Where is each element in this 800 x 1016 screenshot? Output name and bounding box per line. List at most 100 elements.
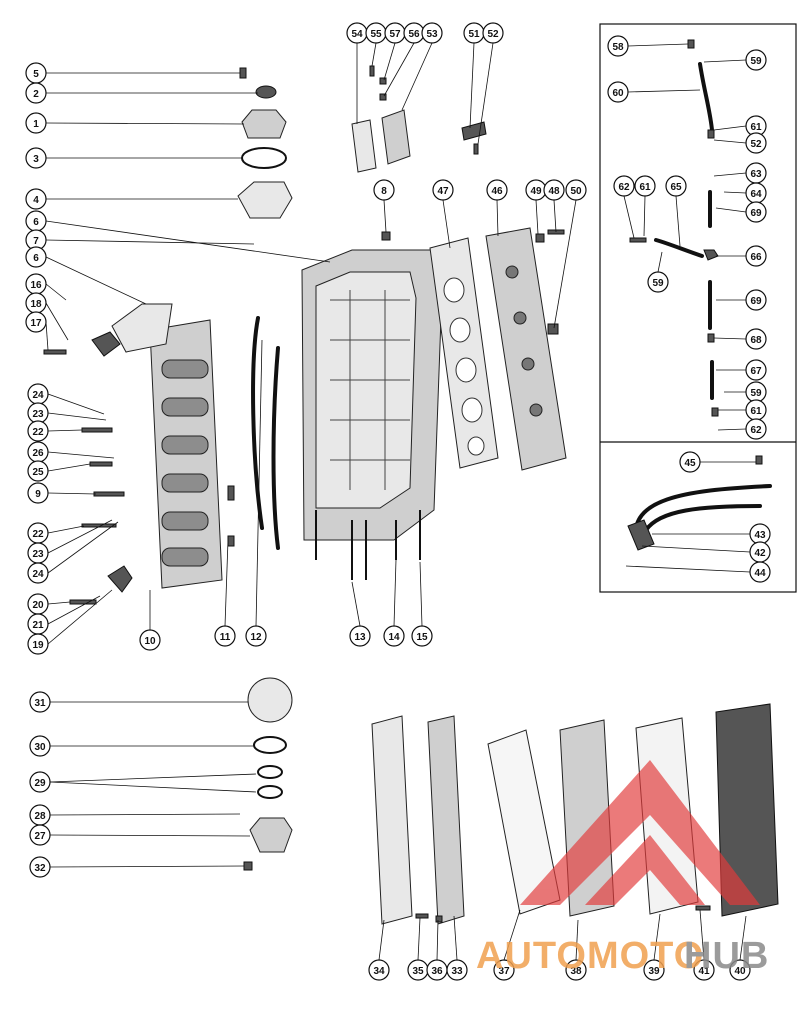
leader-line xyxy=(453,915,458,961)
svg-text:53: 53 xyxy=(426,29,438,40)
leader-line xyxy=(713,337,747,340)
leader-line xyxy=(49,781,257,793)
svg-text:21: 21 xyxy=(32,620,44,631)
svg-text:54: 54 xyxy=(351,29,363,40)
svg-text:63: 63 xyxy=(750,169,762,180)
callout-55: 55 xyxy=(365,22,387,44)
svg-text:59: 59 xyxy=(750,388,762,399)
callout-46: 46 xyxy=(486,179,508,201)
svg-text:69: 69 xyxy=(750,208,762,219)
svg-text:18: 18 xyxy=(30,299,42,310)
leader-line xyxy=(47,492,97,495)
leader-line xyxy=(49,834,251,837)
callout-51: 51 xyxy=(463,22,485,44)
leader-line xyxy=(45,283,67,301)
leader-line xyxy=(641,545,751,553)
svg-text:59: 59 xyxy=(652,278,664,289)
svg-text:67: 67 xyxy=(750,366,762,377)
svg-text:49: 49 xyxy=(530,186,542,197)
callout-3: 3 xyxy=(25,147,47,169)
leader-line xyxy=(401,42,433,111)
svg-text:11: 11 xyxy=(220,632,231,643)
callout-69a: 69 xyxy=(745,201,767,223)
leader-line xyxy=(469,42,475,129)
leader-line xyxy=(45,256,147,305)
svg-text:24: 24 xyxy=(32,569,44,580)
svg-text:40: 40 xyxy=(734,966,746,977)
leader-line xyxy=(575,919,579,961)
svg-text:57: 57 xyxy=(389,29,401,40)
svg-text:10: 10 xyxy=(144,636,156,647)
callout-62b: 62 xyxy=(745,418,767,440)
callout-15: 15 xyxy=(411,625,433,647)
callout-26: 26 xyxy=(27,441,49,463)
callout-67: 67 xyxy=(745,359,767,381)
callout-35: 35 xyxy=(407,959,429,981)
callout-32: 32 xyxy=(29,856,51,878)
callout-39: 39 xyxy=(643,959,665,981)
callout-61b: 61 xyxy=(634,175,656,197)
leader-line xyxy=(535,199,539,235)
leader-line xyxy=(477,42,494,145)
callouts: 5 2 1 3 4 6 7 6 16 18 17 24 23 22 26 25 … xyxy=(25,22,771,981)
callout-20: 20 xyxy=(27,593,49,615)
callout-50: 50 xyxy=(565,179,587,201)
svg-text:23: 23 xyxy=(32,409,44,420)
svg-text:34: 34 xyxy=(373,966,385,977)
leader-line xyxy=(45,122,245,125)
leader-line xyxy=(45,302,69,341)
svg-text:23: 23 xyxy=(32,549,44,560)
svg-text:58: 58 xyxy=(612,42,624,53)
callout-38: 38 xyxy=(565,959,587,981)
callout-68: 68 xyxy=(745,328,767,350)
svg-text:6: 6 xyxy=(33,253,39,264)
svg-text:19: 19 xyxy=(32,640,44,651)
svg-text:7: 7 xyxy=(33,236,39,247)
leader-line xyxy=(45,239,255,245)
callout-59c: 59 xyxy=(745,381,767,403)
callout-69b: 69 xyxy=(745,289,767,311)
leader-line xyxy=(47,521,119,574)
leader-line xyxy=(383,42,396,81)
leader-lines xyxy=(45,42,756,961)
leader-line xyxy=(47,519,113,554)
callout-59b: 59 xyxy=(647,271,669,293)
callout-24a: 24 xyxy=(27,383,49,405)
svg-text:28: 28 xyxy=(34,811,46,822)
callout-54: 54 xyxy=(346,22,368,44)
svg-text:30: 30 xyxy=(34,742,46,753)
callout-52b: 52 xyxy=(745,132,767,154)
callout-18: 18 xyxy=(25,292,47,314)
callout-21: 21 xyxy=(27,613,49,635)
callout-27: 27 xyxy=(29,824,51,846)
svg-text:46: 46 xyxy=(491,186,503,197)
svg-text:37: 37 xyxy=(498,966,510,977)
callout-13: 13 xyxy=(349,625,371,647)
callout-42: 42 xyxy=(749,541,771,563)
svg-text:22: 22 xyxy=(32,427,44,438)
callout-60: 60 xyxy=(607,81,629,103)
callout-25: 25 xyxy=(27,460,49,482)
parts xyxy=(43,39,779,925)
callout-16: 16 xyxy=(25,273,47,295)
svg-text:3: 3 xyxy=(33,154,39,165)
callout-30: 30 xyxy=(29,735,51,757)
callout-10: 10 xyxy=(139,629,161,651)
svg-text:26: 26 xyxy=(32,448,44,459)
svg-text:64: 64 xyxy=(750,189,762,200)
svg-text:65: 65 xyxy=(670,182,682,193)
svg-text:69: 69 xyxy=(750,296,762,307)
leader-line xyxy=(47,589,113,645)
svg-text:29: 29 xyxy=(34,778,46,789)
leader-line xyxy=(717,428,747,431)
svg-text:41: 41 xyxy=(698,966,710,977)
svg-text:20: 20 xyxy=(32,600,44,611)
svg-text:52: 52 xyxy=(750,139,762,150)
callout-47: 47 xyxy=(432,179,454,201)
svg-text:62: 62 xyxy=(618,182,630,193)
svg-text:60: 60 xyxy=(612,88,624,99)
callout-36: 36 xyxy=(426,959,448,981)
leader-line xyxy=(47,412,107,421)
watermark-word-hub: HUB xyxy=(684,935,769,977)
